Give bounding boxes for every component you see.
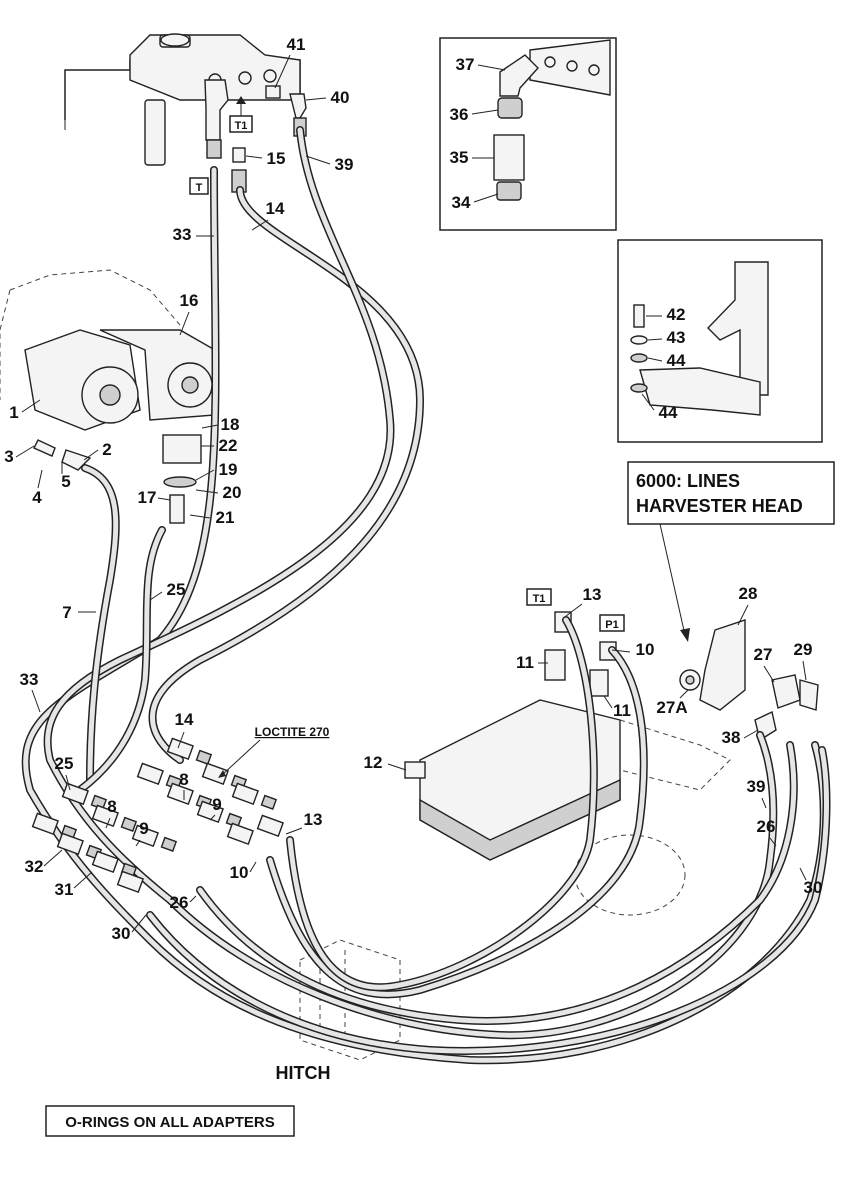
callout-27: 27 — [754, 645, 773, 664]
hose-group — [21, 126, 831, 1065]
callout-3: 3 — [4, 447, 13, 466]
callout-30b: 30 — [804, 878, 823, 897]
callout-labels: 41 40 15 39 14 33 37 36 35 34 42 43 44 4… — [4, 35, 822, 943]
callout-13a: 13 — [304, 810, 323, 829]
svg-text:T1: T1 — [533, 593, 546, 605]
callout-8b: 8 — [107, 797, 116, 816]
callout-44a: 44 — [667, 351, 686, 370]
pump-assembly — [0, 269, 216, 524]
callout-10b: 10 — [636, 640, 655, 659]
callout-10a: 10 — [230, 863, 249, 882]
tag-t1-valve: T1 — [526, 588, 552, 606]
callout-14b: 14 — [175, 710, 194, 729]
callout-31: 31 — [55, 880, 74, 899]
control-valve-block — [404, 611, 731, 916]
callout-29: 29 — [794, 640, 813, 659]
tag-p1-valve: P1 — [599, 614, 625, 632]
callout-28: 28 — [739, 584, 758, 603]
callout-4: 4 — [32, 488, 42, 507]
callout-13b: 13 — [583, 585, 602, 604]
footer-box: O-RINGS ON ALL ADAPTERS — [45, 1105, 295, 1137]
callout-8a: 8 — [179, 770, 188, 789]
callout-25a: 25 — [167, 580, 186, 599]
hose-7 — [82, 465, 119, 783]
callout-9a: 9 — [212, 795, 221, 814]
hose-13 — [287, 617, 597, 990]
callout-39a: 39 — [335, 155, 354, 174]
callout-42: 42 — [667, 305, 686, 324]
callout-17: 17 — [138, 488, 157, 507]
footer-text: O-RINGS ON ALL ADAPTERS — [65, 1114, 274, 1131]
callout-9b: 9 — [139, 819, 148, 838]
callout-26b: 26 — [757, 817, 776, 836]
callout-1: 1 — [9, 403, 18, 422]
hose-39 — [45, 127, 776, 1038]
callout-33a: 33 — [173, 225, 192, 244]
callout-16: 16 — [180, 291, 199, 310]
callout-26a: 26 — [170, 893, 189, 912]
tank-fittings — [204, 79, 307, 193]
hose-30 — [147, 747, 829, 1054]
callout-12: 12 — [364, 753, 383, 772]
hose-25 — [77, 527, 165, 793]
callout-30a: 30 — [112, 924, 131, 943]
callout-37: 37 — [456, 55, 475, 74]
tag-t: T — [189, 177, 209, 195]
hose-14 — [150, 187, 423, 763]
callout-40: 40 — [331, 88, 350, 107]
svg-text:T: T — [196, 182, 203, 194]
head-bracket — [679, 619, 819, 742]
callout-38: 38 — [722, 728, 741, 747]
callout-36: 36 — [450, 105, 469, 124]
callout-18: 18 — [221, 415, 240, 434]
tag-t1-top: T1 — [229, 115, 253, 133]
callout-20: 20 — [223, 483, 242, 502]
callout-14a: 14 — [266, 199, 285, 218]
callout-32: 32 — [25, 857, 44, 876]
callout-11b: 11 — [613, 701, 631, 720]
loctite-note: LOCTITE 270 — [218, 725, 330, 778]
callout-7: 7 — [62, 603, 71, 622]
connector-chains — [31, 737, 284, 893]
svg-text:LOCTITE 270: LOCTITE 270 — [255, 725, 330, 739]
inset-detail-34-37 — [439, 37, 617, 231]
callout-35: 35 — [450, 148, 469, 167]
callout-34: 34 — [452, 193, 471, 212]
callout-43: 43 — [667, 328, 686, 347]
callout-2: 2 — [102, 440, 111, 459]
callout-11a: 11 — [516, 653, 534, 672]
title-line-2: HARVESTER HEAD — [636, 496, 803, 516]
hose-10 — [267, 647, 647, 997]
callout-27A: 27A — [656, 698, 687, 717]
hose-26 — [197, 742, 797, 1024]
callout-44b: 44 — [659, 403, 678, 422]
title-box: 6000: LINES HARVESTER HEAD — [627, 461, 835, 642]
callout-19: 19 — [219, 460, 238, 479]
callout-33b: 33 — [20, 670, 39, 689]
callout-22: 22 — [219, 436, 238, 455]
callout-41: 41 — [287, 35, 306, 54]
callout-15: 15 — [267, 149, 286, 168]
svg-text:P1: P1 — [605, 619, 618, 631]
inset-detail-42-44 — [617, 239, 823, 443]
callout-39b: 39 — [747, 777, 766, 796]
reservoir-tank — [64, 33, 301, 166]
callout-5: 5 — [61, 472, 70, 491]
callout-21: 21 — [216, 508, 235, 527]
svg-text:T1: T1 — [235, 120, 248, 132]
hitch-label: HITCH — [276, 1063, 331, 1083]
callout-25b: 25 — [55, 754, 74, 773]
title-line-1: 6000: LINES — [636, 471, 740, 491]
